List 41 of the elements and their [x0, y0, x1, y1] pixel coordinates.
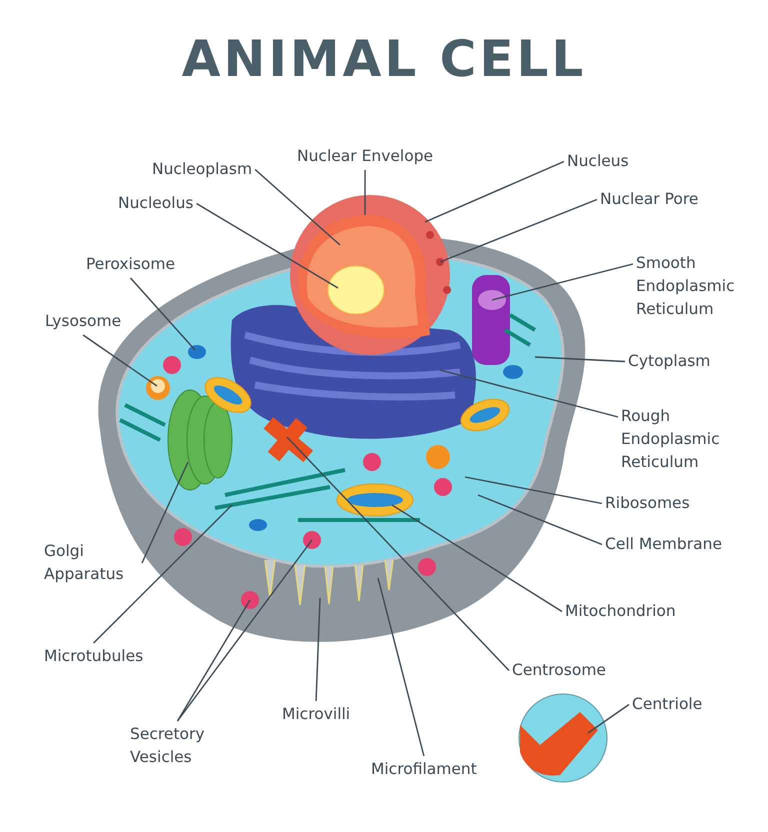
part-label: Microvilli — [282, 703, 350, 726]
part-label: Golgi Apparatus — [44, 540, 139, 586]
leader-line — [588, 704, 630, 734]
leader-line — [492, 263, 634, 301]
leader-line — [82, 334, 158, 387]
leader-line — [176, 540, 313, 722]
part-label: Microtubules — [44, 645, 144, 668]
diagram-title: ANIMAL CELL — [182, 30, 586, 88]
leader-line — [464, 476, 602, 504]
part-label: Nucleolus — [118, 192, 194, 215]
part-label: Centriole — [632, 693, 702, 716]
part-label: Smooth Endoplasmic Reticulum — [636, 252, 761, 321]
part-label: Microfilament — [371, 758, 477, 781]
part-label: Nucleoplasm — [152, 158, 252, 181]
part-label: Ribosomes — [605, 492, 690, 515]
part-label: Secretory Vesicles — [130, 723, 225, 769]
leader-line — [440, 198, 598, 263]
part-label: Lysosome — [45, 310, 122, 333]
part-label: Cytoplasm — [628, 350, 710, 373]
part-label: Cell Membrane — [605, 533, 722, 556]
leader-line — [130, 278, 196, 350]
part-label: Nucleus — [567, 150, 629, 173]
part-label: Centrosome — [512, 659, 606, 682]
leader-line — [377, 578, 425, 756]
leader-line — [478, 494, 602, 546]
part-label: Peroxisome — [86, 253, 176, 276]
part-label: Nuclear Envelope — [297, 145, 434, 168]
leader-line — [424, 160, 564, 223]
leader-line — [176, 600, 251, 722]
part-label: Mitochondrion — [565, 600, 676, 623]
leader-line — [440, 369, 618, 418]
leader-line — [254, 168, 340, 246]
part-label: Rough Endoplasmic Reticulum — [621, 405, 746, 474]
part-label: Nuclear Pore — [600, 188, 698, 211]
leader-line — [315, 598, 321, 702]
leader-line — [392, 504, 562, 612]
leader-line — [534, 356, 626, 362]
leader-line — [93, 504, 232, 644]
leader-line — [364, 170, 366, 215]
leader-line — [286, 436, 510, 671]
leader-line — [196, 202, 338, 289]
